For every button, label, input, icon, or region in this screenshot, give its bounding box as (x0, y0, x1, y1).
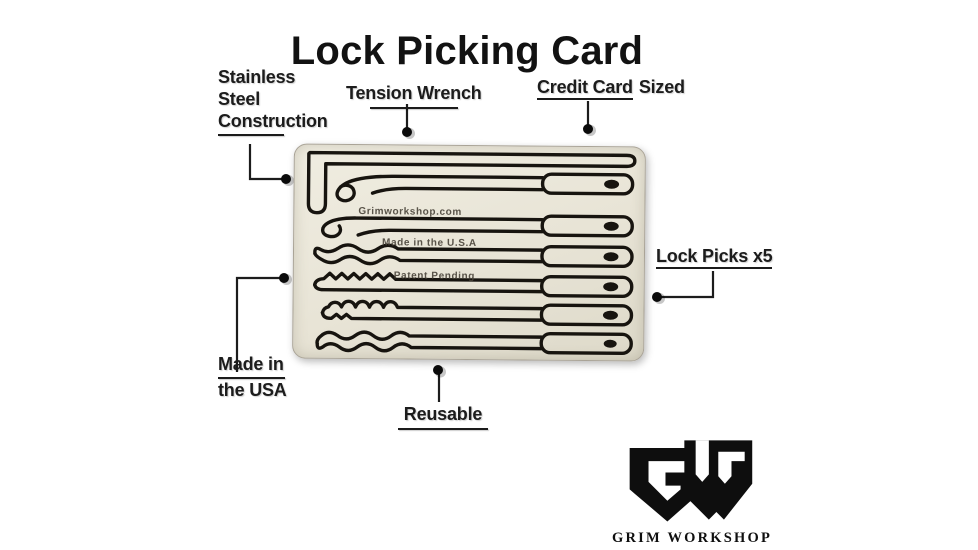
snake-rake-handle (540, 245, 634, 269)
callout-dot-lock-picks (652, 292, 662, 302)
callout-tension-wrench: Tension Wrench (346, 82, 482, 109)
callout-dot-shadow (585, 125, 596, 136)
callout-reusable: Reusable (398, 403, 488, 430)
sawtooth-rake-cutout (313, 271, 544, 287)
offset-hook-pick-cutout (320, 216, 544, 239)
page-title: Lock Picking Card (290, 28, 644, 73)
callout-text: Made in (218, 354, 284, 374)
callout-text: Reusable (403, 404, 483, 424)
tension-wrench-cutout (306, 150, 637, 215)
sawtooth-rake-handle (540, 275, 634, 299)
pick-hole (603, 282, 619, 292)
pick-hole (602, 310, 618, 320)
pick-hole (603, 339, 617, 348)
leader-lock-picks (661, 271, 715, 299)
callout-text: Construction (218, 111, 328, 131)
snake-rake-cutout (313, 243, 544, 256)
callout-made-in-usa: Made in the USA (218, 353, 287, 401)
hook-pick-cutout (335, 174, 545, 203)
gw-monogram-icon (629, 440, 753, 522)
hook-pick-cutout (370, 186, 545, 195)
callout-dot-made-usa (279, 273, 289, 283)
snake-rake-cutout (313, 251, 544, 266)
callout-stainless-steel: Stainless Steel Construction (218, 66, 328, 136)
callout-text: Sized (638, 77, 685, 97)
bogota-rake-cutout (315, 341, 543, 353)
callout-underline (398, 428, 488, 430)
callout-text-underlined: Credit Card (537, 77, 633, 100)
callout-dot-shadow (654, 293, 665, 304)
callout-text: Stainless (218, 67, 296, 87)
callout-dot-shadow (283, 175, 294, 186)
logo-wordmark: GRIM WORKSHOP (612, 530, 773, 546)
callout-dot-shadow (281, 274, 292, 285)
callout-lock-picks-x5: Lock Picks x5 (656, 245, 773, 269)
callout-text: the USA (218, 380, 287, 400)
callout-text: Steel (218, 89, 261, 109)
card-etched-website: Grimworkshop.com (358, 206, 462, 218)
pick-hole (603, 221, 619, 231)
sawtooth-rake-cutout (313, 282, 544, 294)
callout-dot-credit (583, 124, 593, 134)
callout-dot-shadow (435, 366, 446, 378)
callout-dot-tension (402, 127, 412, 137)
city-rake-cutout (320, 299, 544, 315)
pick-hole (603, 252, 619, 262)
callout-dot-shadow (404, 128, 415, 139)
callout-text-underlined: Lock Picks x5 (656, 246, 773, 269)
city-rake-handle (539, 303, 634, 327)
offset-hook-pick-handle (540, 214, 634, 238)
card-cutouts: Grimworkshop.com Made in the U.S.A Paten… (306, 150, 637, 356)
grim-workshop-logo: GRIM WORKSHOP (612, 436, 773, 547)
callout-dot-stainless (281, 174, 291, 184)
callout-underline (369, 107, 458, 109)
callout-dot-reusable (433, 365, 443, 375)
lock-picking-card-image: Grimworkshop.com Made in the U.S.A Paten… (292, 143, 646, 362)
offset-hook-pick-cutout (356, 228, 544, 237)
callout-text: Tension Wrench (346, 83, 482, 103)
card-etched-origin: Made in the U.S.A (382, 237, 477, 249)
callout-underline (218, 377, 285, 379)
monogram-g (629, 447, 700, 522)
monogram-w-counter (695, 440, 709, 482)
city-rake-cutout (320, 311, 544, 322)
callout-underline (218, 134, 284, 136)
monogram-w-hook-counter (718, 451, 745, 484)
pick-hole (604, 179, 620, 189)
hook-pick-handle (540, 172, 635, 196)
card-etched-patent: Patent Pending (394, 270, 475, 282)
leader-stainless (248, 144, 283, 181)
bogota-rake-handle (539, 332, 633, 356)
bogota-rake-cutout (315, 330, 543, 346)
